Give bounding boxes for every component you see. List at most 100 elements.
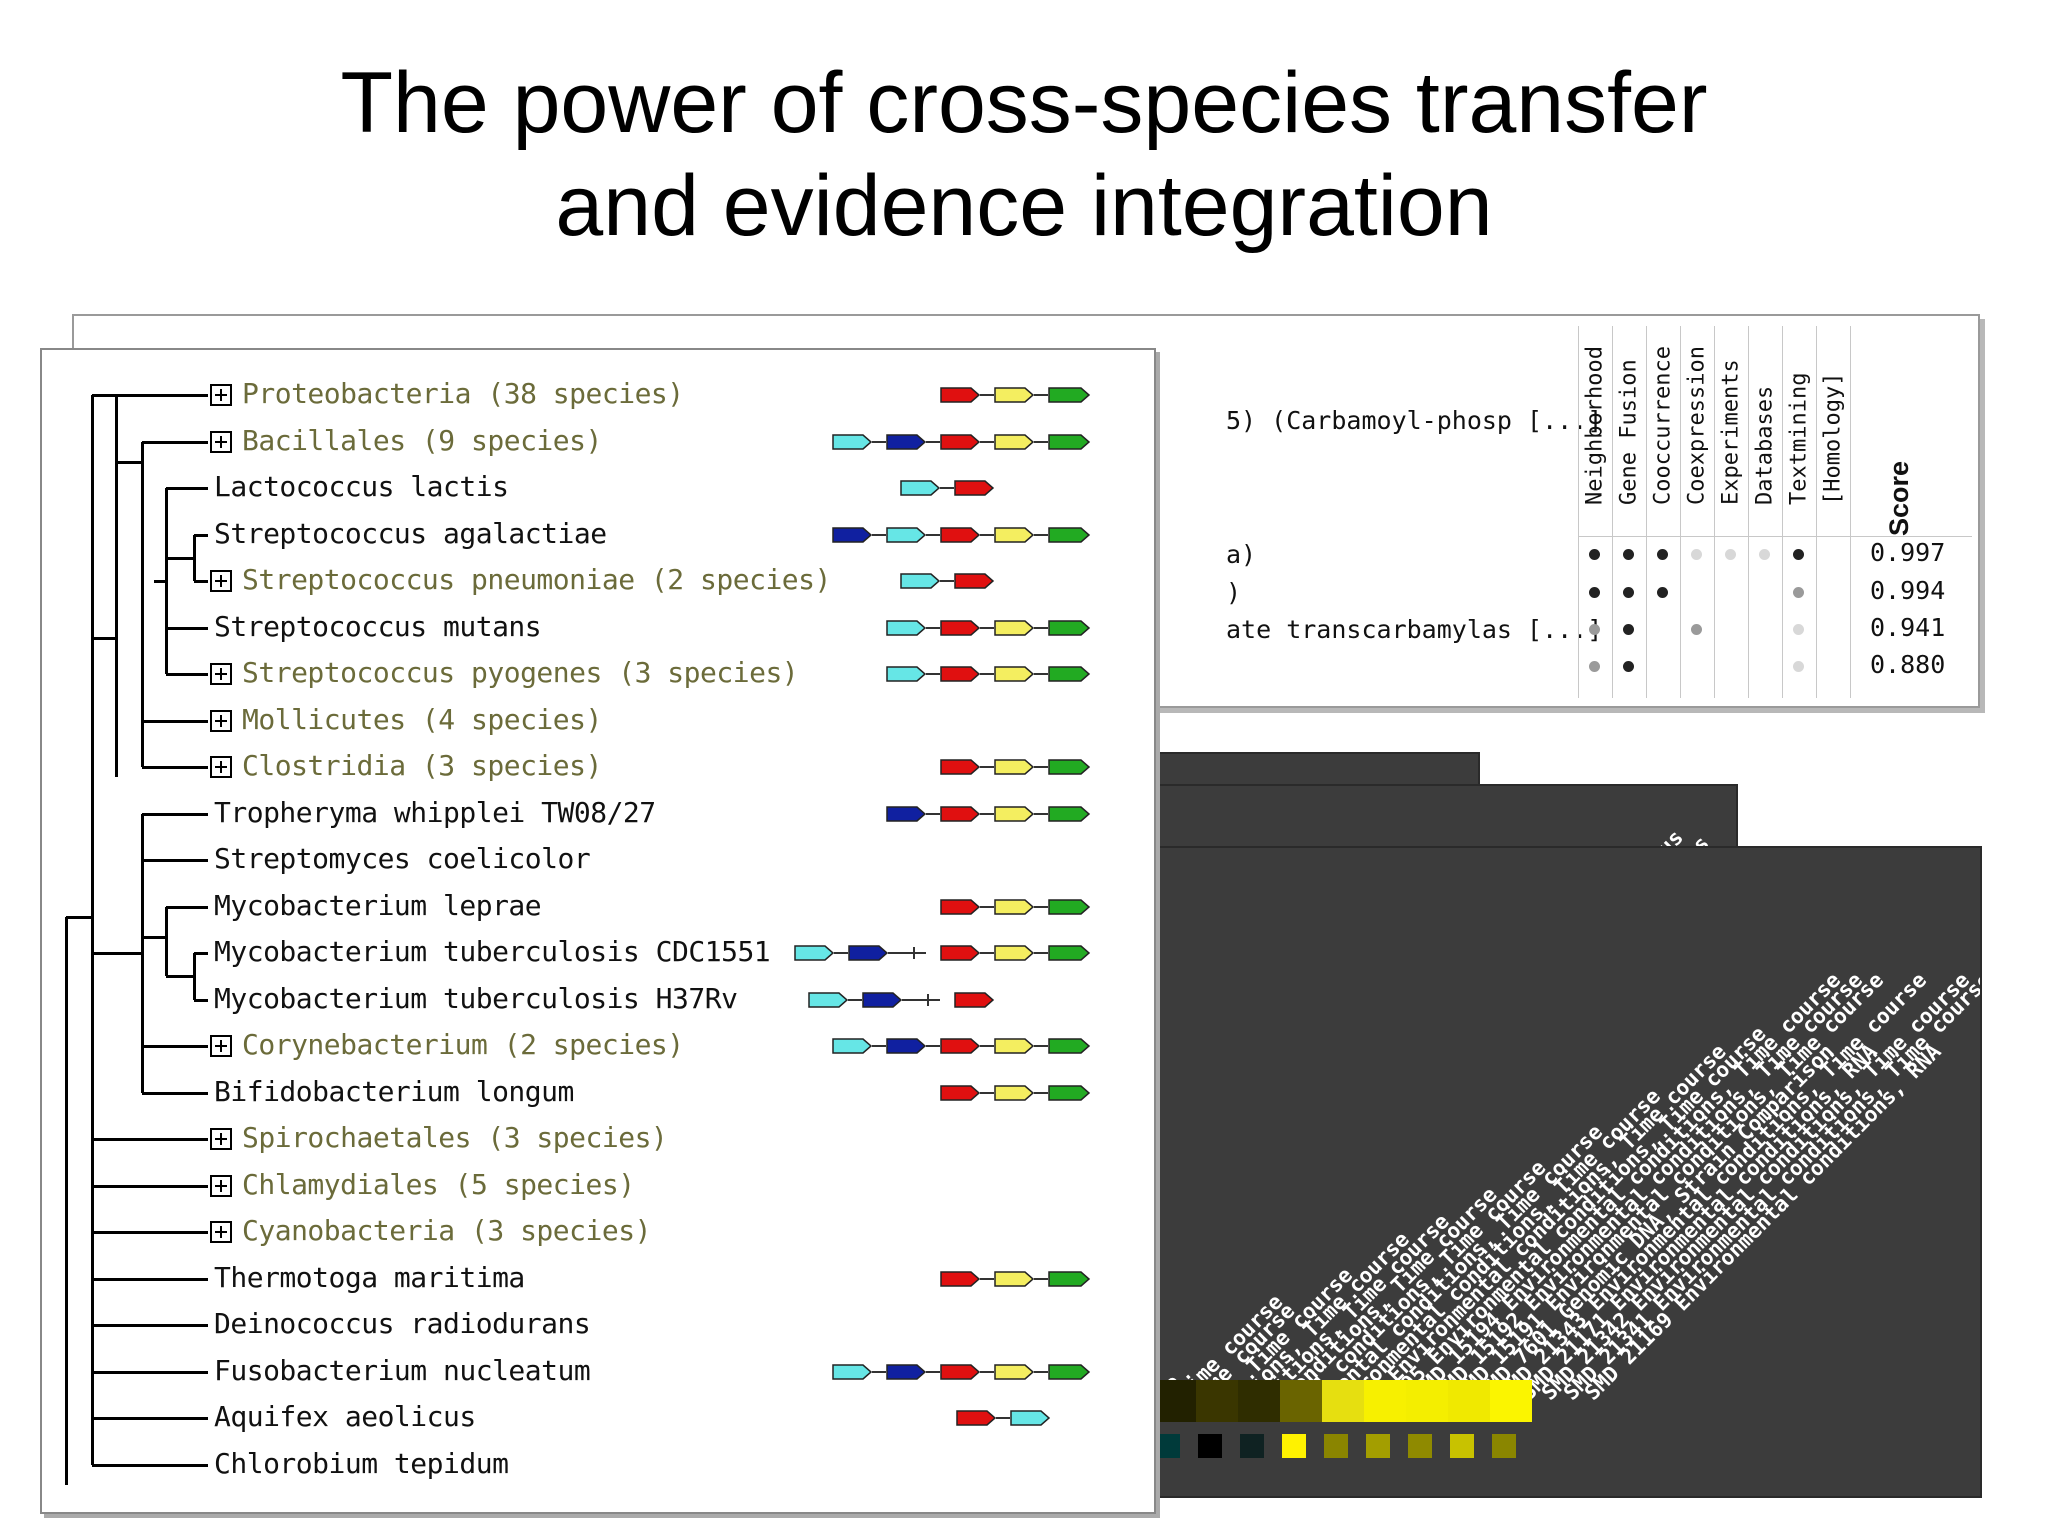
gene-arrow-icon: [940, 945, 994, 961]
gene-arrow-icon: [954, 991, 995, 1008]
expand-node-icon[interactable]: [210, 756, 232, 778]
heatmap-cell: [1238, 1380, 1280, 1422]
expand-node-icon[interactable]: [210, 1035, 232, 1057]
tree-leaf-label[interactable]: Spirochaetales (3 species): [242, 1121, 668, 1154]
column-header-neighborhood: Neighborhood: [1582, 346, 1608, 505]
gene-arrow-icon: [1048, 433, 1091, 450]
gene-arrow-icon: [1048, 1084, 1091, 1101]
heatmap-swatch: [1324, 1434, 1348, 1458]
evidence-dot: [1589, 661, 1600, 672]
row-label: 5) (Carbamoyl-phosp [...]: [1226, 406, 1603, 435]
gene-arrow-icon: [1048, 759, 1091, 775]
score-value: 0.994: [1870, 576, 1946, 605]
gene-arrow-icon: [886, 433, 940, 450]
tree-branch: [166, 905, 208, 909]
expand-node-icon[interactable]: [210, 709, 232, 732]
column-header-homology: [Homology]: [1820, 372, 1846, 505]
evidence-dot: [1793, 549, 1804, 560]
tree-leaf-label[interactable]: Chlamydiales (5 species): [242, 1167, 635, 1201]
gene-arrow-icon: [832, 1038, 886, 1054]
gene-arrow-icon: [832, 433, 886, 450]
tree-leaf-label: Tropheryma whipplei TW08/27: [214, 795, 656, 829]
gene-arrow-icon: [848, 945, 902, 961]
evidence-dot: [1657, 549, 1668, 560]
tree-branch: [92, 1324, 208, 1327]
tree-leaf-label[interactable]: Bacillales (9 species): [242, 423, 602, 457]
tree-leaf-label[interactable]: Corynebacterium (2 species): [242, 1028, 684, 1061]
heatmap-swatch: [1156, 1434, 1180, 1458]
expression-sheet-back: [1152, 752, 1480, 788]
gene-arrow-icon: [940, 759, 994, 775]
tree-branch: [92, 1231, 208, 1234]
tree-leaf-label[interactable]: Mollicutes (4 species): [242, 702, 602, 736]
tree-leaf-label[interactable]: Streptococcus pneumoniae (2 species): [242, 563, 831, 596]
tree-branch: [142, 859, 208, 862]
gene-arrow-icon: [1010, 1410, 1051, 1426]
tree-leaf-label[interactable]: Clostridia (3 species): [242, 749, 602, 782]
gene-arrow-icon: [1048, 666, 1091, 682]
expand-node-icon[interactable]: [210, 1221, 232, 1243]
evidence-dot: [1623, 587, 1634, 598]
expand-node-icon[interactable]: [210, 384, 232, 406]
evidence-dot: [1793, 661, 1804, 672]
heatmap-swatch: [1450, 1434, 1474, 1458]
column-divider: [1748, 326, 1749, 698]
gene-arrow-icon: [940, 1084, 994, 1101]
gene-arrow-icon: [994, 1363, 1048, 1380]
tree-leaf-label: Lactococcus lactis: [214, 470, 509, 503]
column-header-gene-fusion: Gene Fusion: [1616, 359, 1642, 505]
tree-branch: [92, 1277, 208, 1281]
tree-branch: [92, 394, 208, 397]
tree-branch: [165, 488, 168, 674]
gene-arrow-icon: [1048, 619, 1091, 636]
expand-node-icon[interactable]: [210, 430, 232, 453]
tree-branch: [115, 395, 118, 777]
heatmap-swatch: [1492, 1434, 1516, 1458]
evidence-dot: [1623, 549, 1634, 560]
column-divider: [1578, 326, 1579, 698]
expand-node-icon[interactable]: [210, 1174, 232, 1197]
gene-arrow-icon: [1048, 898, 1091, 915]
gene-arrow-icon: [956, 1410, 1010, 1426]
gene-arrow-icon: [900, 573, 954, 589]
tree-leaf-label[interactable]: Streptococcus pyogenes (3 species): [242, 656, 799, 689]
gene-arrow-icon: [994, 805, 1048, 822]
expand-node-icon[interactable]: [210, 570, 232, 592]
tree-leaf-label: Mycobacterium leprae: [214, 888, 542, 922]
gene-arrow-icon: [1048, 1038, 1091, 1054]
heatmap-cell: [1448, 1380, 1490, 1422]
gene-arrow-icon: [954, 480, 995, 496]
gene-arrow-icon: [940, 387, 994, 403]
tree-branch: [116, 460, 142, 464]
heatmap-swatch: [1282, 1434, 1306, 1458]
gene-arrow-icon: [808, 991, 862, 1008]
gene-arrow-icon: [886, 619, 940, 636]
tree-branch: [193, 953, 196, 1000]
tree-branch: [91, 395, 94, 1465]
evidence-dot: [1759, 549, 1770, 560]
column-header-cooccurrence: Cooccurrence: [1650, 346, 1676, 505]
column-header-score: Score: [1884, 460, 1914, 536]
gene-connector-icon: [916, 993, 940, 1006]
title-line-1: The power of cross-species transfer: [340, 55, 1708, 151]
tree-branch: [165, 906, 168, 977]
tree-branch: [154, 580, 166, 583]
heatmap-cell: [1406, 1380, 1448, 1422]
tree-branch: [92, 1370, 208, 1374]
tree-leaf-label[interactable]: Cyanobacteria (3 species): [242, 1214, 651, 1247]
column-header-textmining: Textmining: [1786, 372, 1812, 505]
score-value: 0.880: [1870, 650, 1946, 679]
heatmap-cell: [1196, 1380, 1238, 1422]
tree-branch: [142, 1045, 208, 1048]
gene-arrow-icon: [832, 526, 886, 543]
expand-node-icon[interactable]: [210, 663, 232, 685]
row-label: a): [1226, 540, 1257, 569]
heatmap-swatch: [1198, 1434, 1222, 1458]
gene-arrow-icon: [940, 898, 994, 915]
evidence-dot: [1725, 549, 1736, 560]
tree-leaf-label[interactable]: Proteobacteria (38 species): [242, 377, 684, 410]
heatmap-cell: [1154, 1380, 1196, 1422]
evidence-dot: [1623, 624, 1634, 635]
tree-leaf-label: Deinococcus radiodurans: [214, 1307, 591, 1340]
expand-node-icon[interactable]: [210, 1128, 232, 1150]
